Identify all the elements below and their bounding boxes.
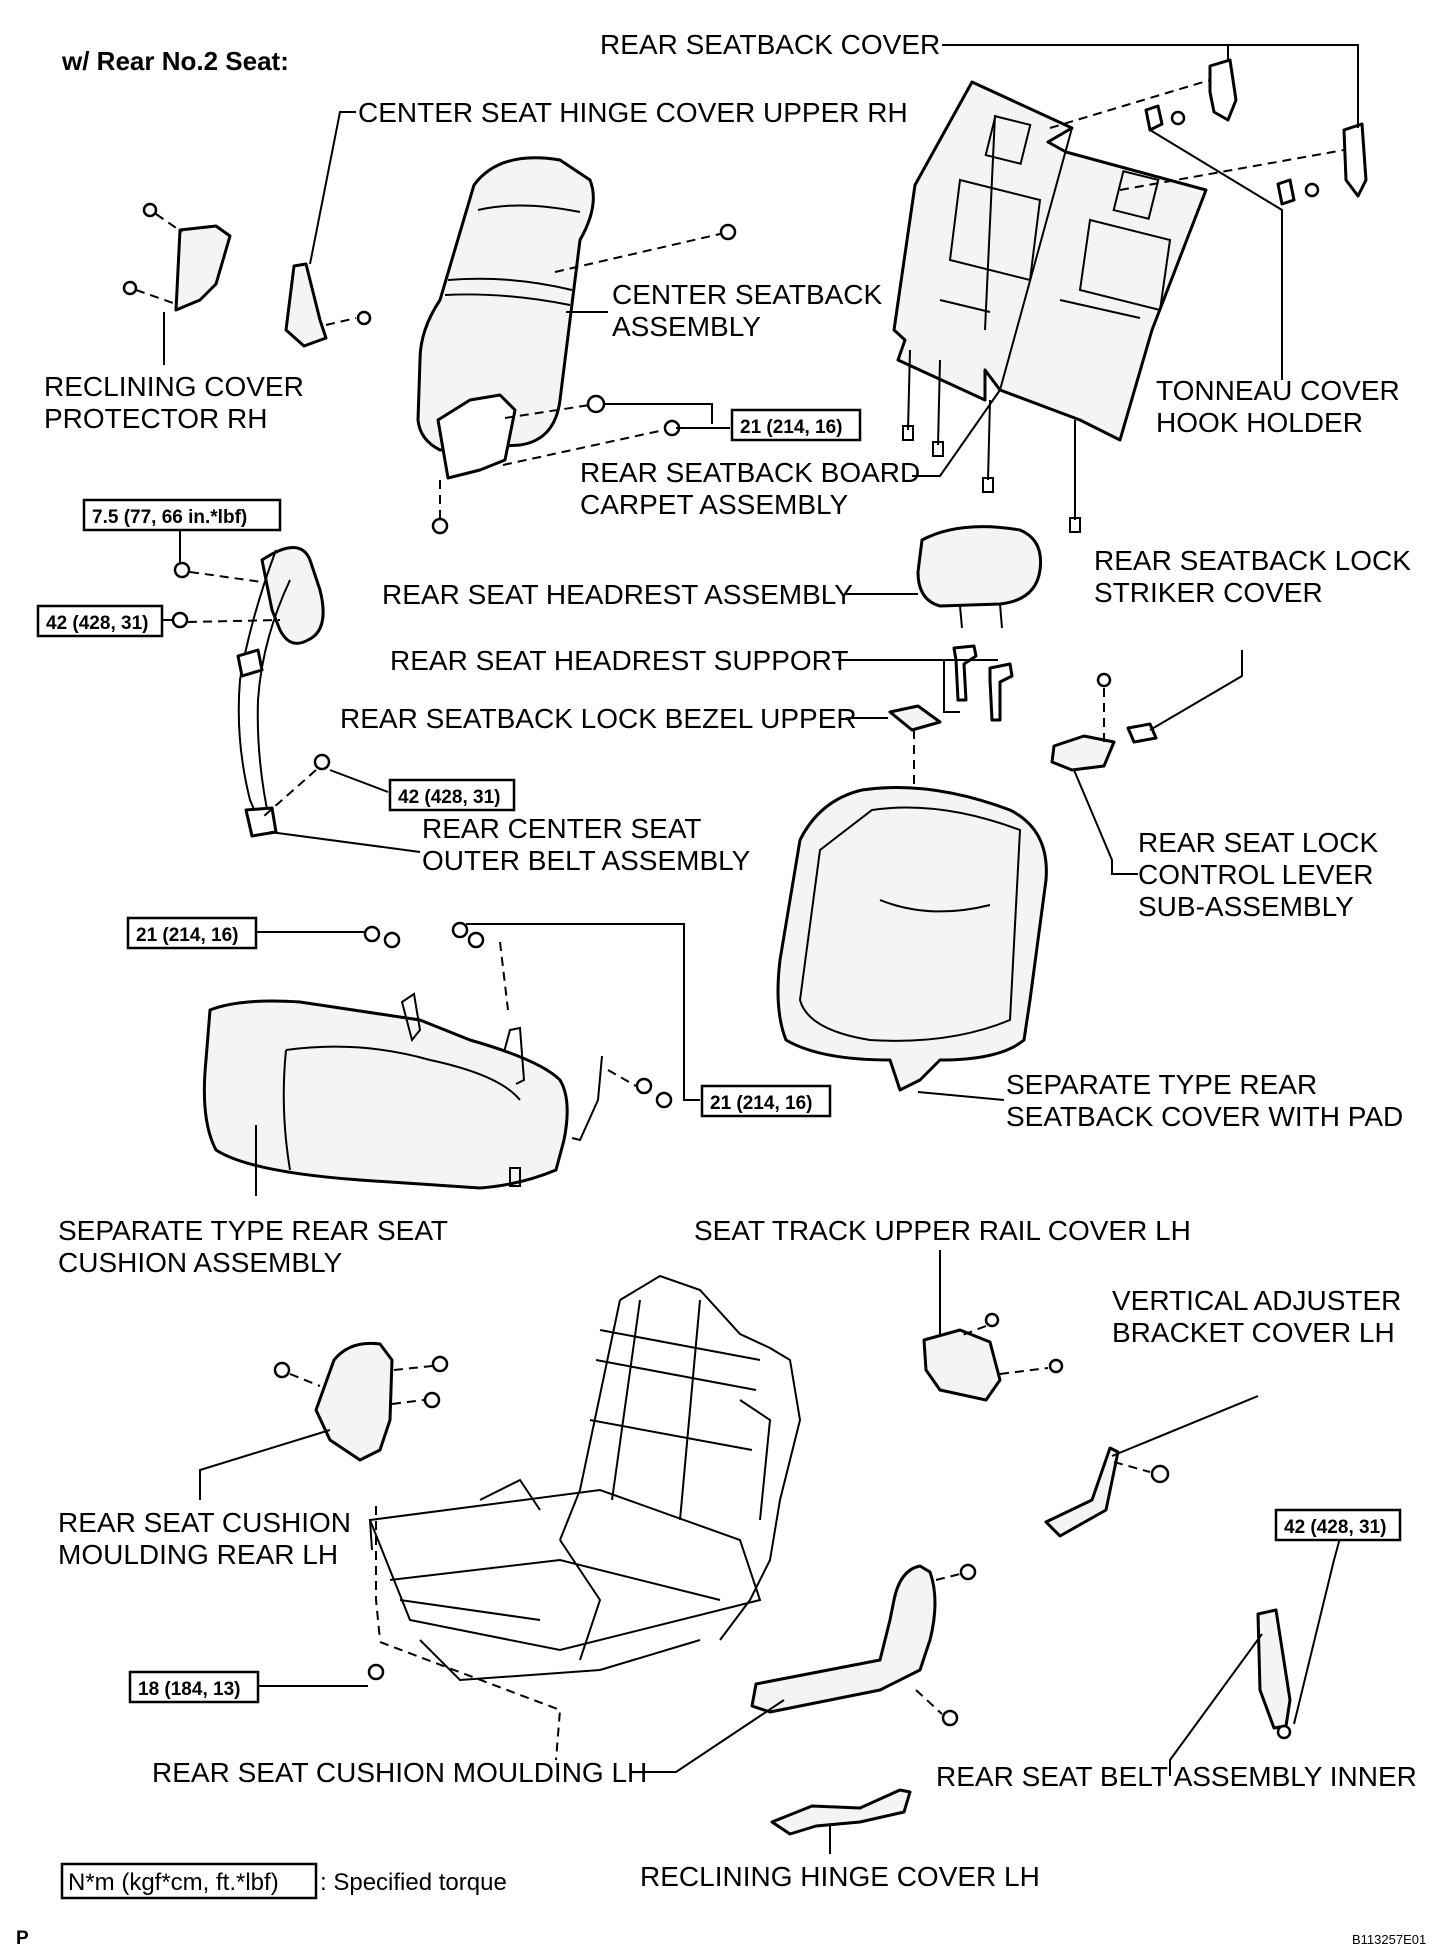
headrest-drawing xyxy=(888,525,1043,732)
torque-box-7-5: 7.5 (77, 66 in.*lbf) xyxy=(82,498,282,532)
label-reclining-cover-line2: PROTECTOR RH xyxy=(44,403,268,434)
torque-box-21-upper: 21 (214, 16) xyxy=(730,408,862,442)
label-headrest: REAR SEAT HEADREST ASSEMBLY xyxy=(382,579,853,610)
label-vertical-adj-line2: BRACKET COVER LH xyxy=(1112,1317,1395,1348)
label-tonneau-line1: TONNEAU COVER xyxy=(1156,375,1400,406)
label-center-seatback-line2: ASSEMBLY xyxy=(612,311,761,342)
upper-rail-cover-drawing xyxy=(922,1312,1064,1402)
moulding-rear-drawing xyxy=(273,1341,449,1462)
label-center-seat-hinge-cover: CENTER SEAT HINGE COVER UPPER RH xyxy=(358,97,908,128)
label-seatback-pad-line1: SEPARATE TYPE REAR xyxy=(1006,1069,1317,1100)
label-rear-seatback-cover: REAR SEATBACK COVER xyxy=(600,29,940,60)
label-tonneau-line2: HOOK HOLDER xyxy=(1156,407,1363,438)
torque-21-upper-text: 21 (214, 16) xyxy=(740,417,842,438)
seatback-cover-hooks xyxy=(1144,58,1368,206)
label-lock-lever-line1: REAR SEAT LOCK xyxy=(1138,827,1378,858)
label-headrest-support: REAR SEAT HEADREST SUPPORT xyxy=(390,645,849,676)
torque-7-5-text: 7.5 (77, 66 in.*lbf) xyxy=(92,507,247,528)
label-striker-line1: REAR SEATBACK LOCK xyxy=(1094,545,1411,576)
vertical-adjuster-cover-drawing xyxy=(1044,1446,1170,1538)
seatback-pad-drawing xyxy=(776,786,1048,1092)
label-outer-belt-line2: OUTER BELT ASSEMBLY xyxy=(422,845,751,876)
seat-frame-drawing xyxy=(368,1274,802,1682)
label-reclining-cover-line1: RECLINING COVER xyxy=(44,371,304,402)
torque-box-18: 18 (184, 13) xyxy=(128,1670,260,1704)
label-lock-lever-line2: CONTROL LEVER xyxy=(1138,859,1373,890)
torque-legend: N*m (kgf*cm, ft.*lbf) : Specified torque xyxy=(60,1862,507,1900)
label-cushion-line1: SEPARATE TYPE REAR SEAT xyxy=(58,1215,448,1246)
legend-box-text: N*m (kgf*cm, ft.*lbf) xyxy=(68,1869,279,1896)
reclining-cover-protector-drawing xyxy=(122,202,232,312)
torque-box-42-belt-upper: 42 (428, 31) xyxy=(36,604,164,638)
seat-cushion-drawing xyxy=(202,921,673,1190)
label-board-carpet-line1: REAR SEATBACK BOARD xyxy=(580,457,920,488)
label-moulding-lh: REAR SEAT CUSHION MOULDING LH xyxy=(152,1757,647,1788)
center-seat-hinge-cover-drawing xyxy=(284,262,372,348)
torque-18-text: 18 (184, 13) xyxy=(138,1679,240,1700)
center-seatback-drawing xyxy=(416,156,737,535)
belt-inner-drawing xyxy=(1256,1608,1292,1740)
label-lock-lever-line3: SUB-ASSEMBLY xyxy=(1138,891,1354,922)
torque-42-belt-lower-text: 42 (428, 31) xyxy=(398,787,500,808)
label-outer-belt-line1: REAR CENTER SEAT xyxy=(422,813,702,844)
outer-belt-drawing xyxy=(171,546,331,838)
torque-box-21-cushion-right: 21 (214, 16) xyxy=(700,1084,832,1118)
figure-id: B113257E01 xyxy=(1352,1932,1426,1947)
torque-box-42-inner: 42 (428, 31) xyxy=(1274,1508,1402,1542)
torque-box-42-belt-lower: 42 (428, 31) xyxy=(388,778,516,812)
label-board-carpet-line2: CARPET ASSEMBLY xyxy=(580,489,848,520)
label-belt-inner: REAR SEAT BELT ASSEMBLY INNER xyxy=(936,1761,1417,1792)
label-lock-bezel: REAR SEATBACK LOCK BEZEL UPPER xyxy=(340,703,857,734)
cushion-moulding-lh-drawing xyxy=(750,1563,977,1727)
label-moulding-rear-line2: MOULDING REAR LH xyxy=(58,1539,338,1570)
label-vertical-adj-line1: VERTICAL ADJUSTER xyxy=(1112,1285,1401,1316)
label-moulding-rear-line1: REAR SEAT CUSHION xyxy=(58,1507,351,1538)
rear-seatback-cover-drawing xyxy=(892,80,1208,533)
footer-mark: P xyxy=(16,1928,29,1949)
striker-cover-drawing xyxy=(1050,672,1158,772)
torque-box-21-cushion-left: 21 (214, 16) xyxy=(126,916,258,950)
diagram-title: w/ Rear No.2 Seat: xyxy=(61,46,289,76)
reclining-hinge-cover-drawing xyxy=(770,1788,912,1836)
torque-21-cushion-left-text: 21 (214, 16) xyxy=(136,925,238,946)
label-striker-line2: STRIKER COVER xyxy=(1094,577,1323,608)
torque-42-belt-upper-text: 42 (428, 31) xyxy=(46,613,148,634)
label-hinge-cover-lh: RECLINING HINGE COVER LH xyxy=(640,1861,1040,1892)
label-center-seatback-line1: CENTER SEATBACK xyxy=(612,279,883,310)
label-cushion-line2: CUSHION ASSEMBLY xyxy=(58,1247,343,1278)
label-seatback-pad-line2: SEATBACK COVER WITH PAD xyxy=(1006,1101,1403,1132)
label-upper-rail-cover: SEAT TRACK UPPER RAIL COVER LH xyxy=(694,1215,1191,1246)
torque-42-inner-text: 42 (428, 31) xyxy=(1284,1517,1386,1538)
legend-suffix: : Specified torque xyxy=(320,1869,507,1896)
torque-21-cushion-right-text: 21 (214, 16) xyxy=(710,1093,812,1114)
